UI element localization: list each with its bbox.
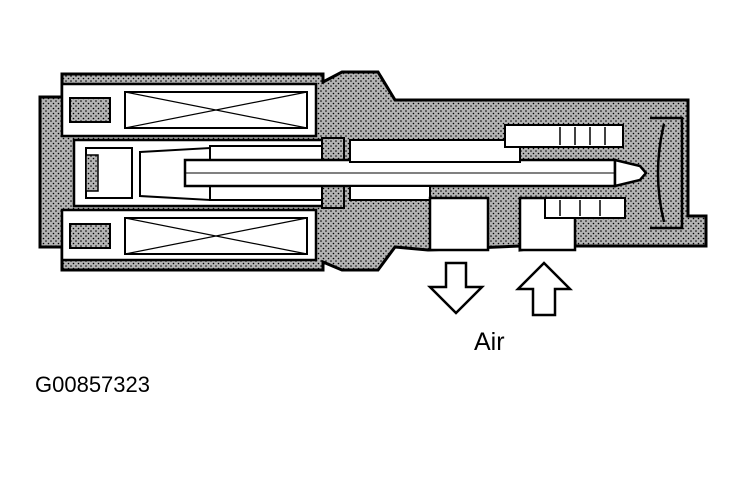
plunger-rod [183, 158, 648, 188]
solenoid-coil-upper [69, 91, 308, 129]
valve-chamber [349, 124, 626, 252]
figure-id: G00857323 [35, 372, 150, 397]
end-cap [650, 116, 684, 230]
solenoid-coil-lower [69, 217, 308, 255]
air-label: Air [474, 328, 505, 356]
air-outflow-arrow [426, 261, 486, 315]
air-inflow-arrow [514, 261, 574, 317]
